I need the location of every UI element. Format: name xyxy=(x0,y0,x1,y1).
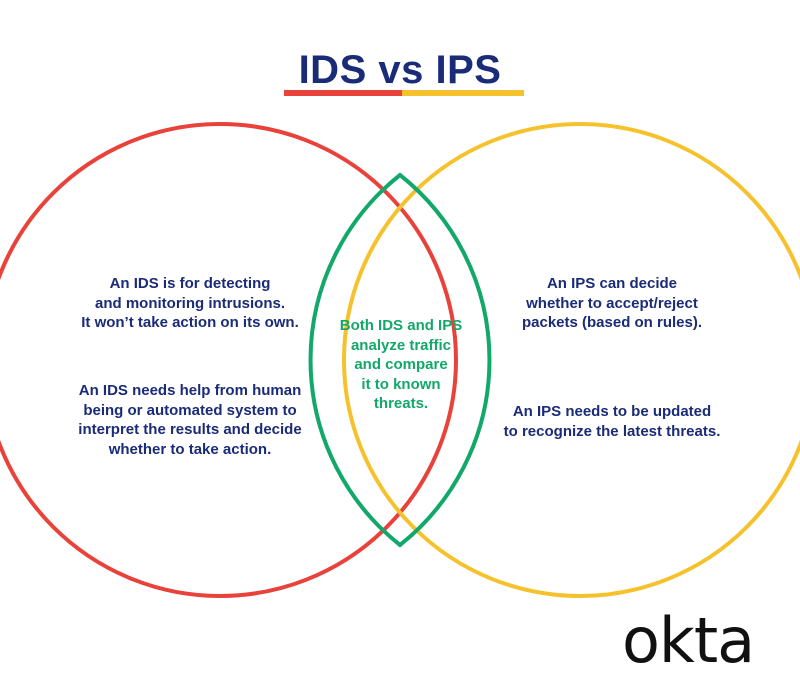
title-underline xyxy=(284,90,524,96)
ips-description-2: An IPS needs to be updated to recognize … xyxy=(503,403,721,440)
ids-description-1: An IDS is for detecting and monitoring i… xyxy=(81,275,299,331)
title-underline-yellow xyxy=(402,90,524,96)
ids-circle xyxy=(0,122,458,598)
okta-logo: okta xyxy=(622,604,755,677)
ips-circle xyxy=(342,122,800,598)
shared-description: Both IDS and IPS analyze traffic and com… xyxy=(339,317,463,412)
ids-description-2: An IDS needs help from human being or au… xyxy=(78,382,302,458)
ips-description-1: An IPS can decide whether to accept/reje… xyxy=(521,275,703,331)
title-underline-red xyxy=(284,90,402,96)
page-title: IDS vs IPS xyxy=(298,48,502,92)
overlap-region xyxy=(308,172,492,548)
